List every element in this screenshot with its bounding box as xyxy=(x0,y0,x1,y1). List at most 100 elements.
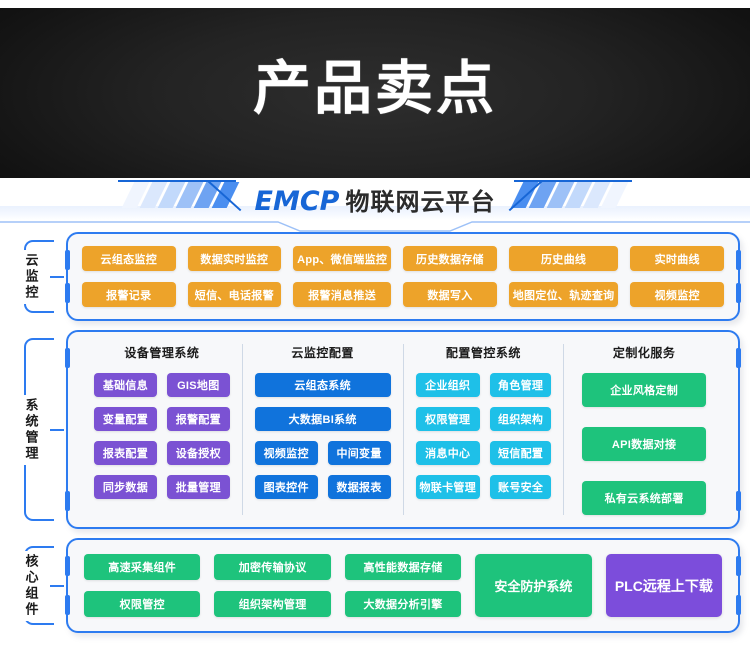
core-components-row: 高速采集组件 权限管控 加密传输协议 组织架构管理 高性能数据存储 大数据分析引… xyxy=(84,554,723,617)
feature-pill[interactable]: 报警配置 xyxy=(166,407,230,431)
section-cloud-monitoring: 云监控 云组态监控 数据实时监控 App、微信端监控 历史数据存储 历史曲线 实… xyxy=(10,232,741,321)
feature-pill[interactable]: API数据对接 xyxy=(582,427,706,461)
feature-pill[interactable]: 账号安全 xyxy=(490,475,552,499)
notch-icon xyxy=(65,250,70,270)
notch-icon xyxy=(736,595,741,615)
sys-column-title: 设备管理系统 xyxy=(124,346,200,360)
sys-column-title: 云监控配置 xyxy=(291,346,354,360)
feature-pill[interactable]: 消息中心 xyxy=(415,441,480,465)
notch-icon xyxy=(65,595,70,615)
bracket-stub-icon xyxy=(50,584,64,587)
feature-pill[interactable]: 高速采集组件 xyxy=(84,554,201,580)
title-bar-left xyxy=(118,180,236,182)
title-bar-right xyxy=(514,180,632,182)
feature-pill[interactable]: App、微信端监控 xyxy=(293,246,392,271)
feature-pill[interactable]: 数据报表 xyxy=(327,475,391,499)
sys-column-grid: 云组态系统 大数据BI系统 视频监控 中间变量 图表控件 数据报表 xyxy=(254,373,391,499)
title-angle-right xyxy=(502,180,542,212)
brand-title: EMCP 物联网云平台 xyxy=(245,182,506,217)
feature-pill[interactable]: 企业风格定制 xyxy=(582,373,706,407)
notch-icon xyxy=(736,491,741,511)
sys-column-cloud-config: 云监控配置 云组态系统 大数据BI系统 视频监控 中间变量 图表控件 数据报表 xyxy=(241,344,403,515)
feature-pill[interactable]: 短信、电话报警 xyxy=(187,282,282,307)
section-label-cloud-monitoring: 云监控 xyxy=(21,249,41,304)
sys-column-title: 定制化服务 xyxy=(612,346,676,360)
feature-pill[interactable]: 大数据BI系统 xyxy=(254,407,391,431)
notch-icon xyxy=(65,283,70,303)
bracket-cloud-monitoring: 云监控 xyxy=(10,232,66,321)
sys-column-title: 配置管控系统 xyxy=(445,346,521,360)
feature-pill[interactable]: 地图定位、轨迹查询 xyxy=(508,282,619,307)
core-column: 高速采集组件 权限管控 xyxy=(84,554,201,617)
feature-pill[interactable]: 加密传输协议 xyxy=(214,554,331,580)
panel-system-management: 设备管理系统 基础信息 GIS地图 变量配置 报警配置 报表配置 设备授权 同步… xyxy=(65,330,741,529)
page-title: 产品卖点 xyxy=(252,56,497,121)
brand-title-strip: EMCP 物联网云平台 xyxy=(0,180,750,232)
feature-pill[interactable]: 同步数据 xyxy=(94,475,157,499)
notch-icon xyxy=(736,348,741,368)
bracket-stub-icon xyxy=(50,428,64,431)
feature-pill[interactable]: 设备授权 xyxy=(166,441,230,465)
sys-column-stack: 企业风格定制 API数据对接 私有云系统部署 xyxy=(576,373,712,515)
panel-cloud-monitoring: 云组态监控 数据实时监控 App、微信端监控 历史数据存储 历史曲线 实时曲线 … xyxy=(65,232,741,321)
notch-icon xyxy=(65,348,70,368)
feature-pill[interactable]: 历史数据存储 xyxy=(403,246,497,271)
bracket-stub-icon xyxy=(50,275,64,278)
feature-pill[interactable]: 报警消息推送 xyxy=(293,282,392,307)
sys-column-config-control: 配置管控系统 企业组织 角色管理 权限管理 组织架构 消息中心 短信配置 物联卡… xyxy=(402,344,564,515)
feature-pill[interactable]: 云组态系统 xyxy=(254,373,391,397)
feature-pill[interactable]: 视频监控 xyxy=(254,441,318,465)
page-header-banner: 产品卖点 xyxy=(0,8,750,178)
bracket-core-components: 核心组件 xyxy=(10,538,66,633)
feature-pill[interactable]: 权限管理 xyxy=(415,407,480,431)
feature-pill[interactable]: 变量配置 xyxy=(94,407,157,431)
emcp-logo-text: EMCP xyxy=(254,186,340,217)
feature-pill[interactable]: 权限管控 xyxy=(84,591,201,617)
title-underline-bar xyxy=(0,206,750,220)
panel-core-components: 高速采集组件 权限管控 加密传输协议 组织架构管理 高性能数据存储 大数据分析引… xyxy=(65,538,741,633)
system-management-columns: 设备管理系统 基础信息 GIS地图 变量配置 报警配置 报表配置 设备授权 同步… xyxy=(82,344,724,515)
sys-column-custom-services: 定制化服务 企业风格定制 API数据对接 私有云系统部署 xyxy=(563,344,724,515)
sys-column-grid: 企业组织 角色管理 权限管理 组织架构 消息中心 短信配置 物联卡管理 账号安全 xyxy=(415,373,552,499)
feature-pill[interactable]: 批量管理 xyxy=(166,475,230,499)
sys-column-device-management: 设备管理系统 基础信息 GIS地图 变量配置 报警配置 报表配置 设备授权 同步… xyxy=(82,344,242,515)
feature-pill[interactable]: 短信配置 xyxy=(490,441,552,465)
bracket-system-management: 系统管理 xyxy=(10,330,66,529)
feature-pill[interactable]: 图表控件 xyxy=(254,475,318,499)
feature-pill[interactable]: 基础信息 xyxy=(94,373,157,397)
feature-pill[interactable]: 私有云系统部署 xyxy=(582,481,706,515)
feature-pill[interactable]: 大数据分析引擎 xyxy=(344,591,462,617)
feature-pill[interactable]: 视频监控 xyxy=(630,282,724,307)
feature-pill[interactable]: 实时曲线 xyxy=(630,246,724,271)
feature-pill[interactable]: 数据实时监控 xyxy=(187,246,282,271)
title-angle-left xyxy=(208,180,248,212)
feature-pill[interactable]: 报警记录 xyxy=(82,282,176,307)
sys-column-grid: 基础信息 GIS地图 变量配置 报警配置 报表配置 设备授权 同步数据 批量管理 xyxy=(94,373,230,499)
feature-pill[interactable]: 物联卡管理 xyxy=(415,475,480,499)
feature-tile-security[interactable]: 安全防护系统 xyxy=(475,554,592,617)
feature-pill[interactable]: 中间变量 xyxy=(327,441,391,465)
feature-pill[interactable]: 高性能数据存储 xyxy=(344,554,462,580)
title-curve-decoration xyxy=(0,221,750,232)
notch-icon xyxy=(65,556,70,576)
feature-pill[interactable]: GIS地图 xyxy=(166,373,230,397)
feature-pill[interactable]: 报表配置 xyxy=(94,441,157,465)
core-column: 加密传输协议 组织架构管理 xyxy=(214,554,331,617)
feature-pill[interactable]: 云组态监控 xyxy=(82,246,176,271)
feature-pill[interactable]: 数据写入 xyxy=(403,282,497,307)
cloud-monitoring-grid: 云组态监控 数据实时监控 App、微信端监控 历史数据存储 历史曲线 实时曲线 … xyxy=(82,246,724,307)
feature-tile-plc-remote[interactable]: PLC远程上下载 xyxy=(605,554,723,617)
notch-icon xyxy=(736,250,741,270)
feature-pill[interactable]: 组织架构 xyxy=(490,407,552,431)
section-core-components: 核心组件 高速采集组件 权限管控 加密传输协议 组织架构管理 高性能数据存储 大… xyxy=(10,538,741,633)
feature-pill[interactable]: 企业组织 xyxy=(415,373,480,397)
notch-icon xyxy=(736,283,741,303)
notch-icon xyxy=(736,556,741,576)
section-label-system-management: 系统管理 xyxy=(21,394,41,465)
feature-pill[interactable]: 角色管理 xyxy=(490,373,552,397)
notch-icon xyxy=(65,491,70,511)
feature-pill[interactable]: 历史曲线 xyxy=(508,246,619,271)
feature-pill[interactable]: 组织架构管理 xyxy=(214,591,331,617)
section-label-core-components: 核心组件 xyxy=(21,550,41,621)
section-system-management: 系统管理 设备管理系统 基础信息 GIS地图 变量配置 报警配置 报表配置 设备… xyxy=(10,330,741,529)
